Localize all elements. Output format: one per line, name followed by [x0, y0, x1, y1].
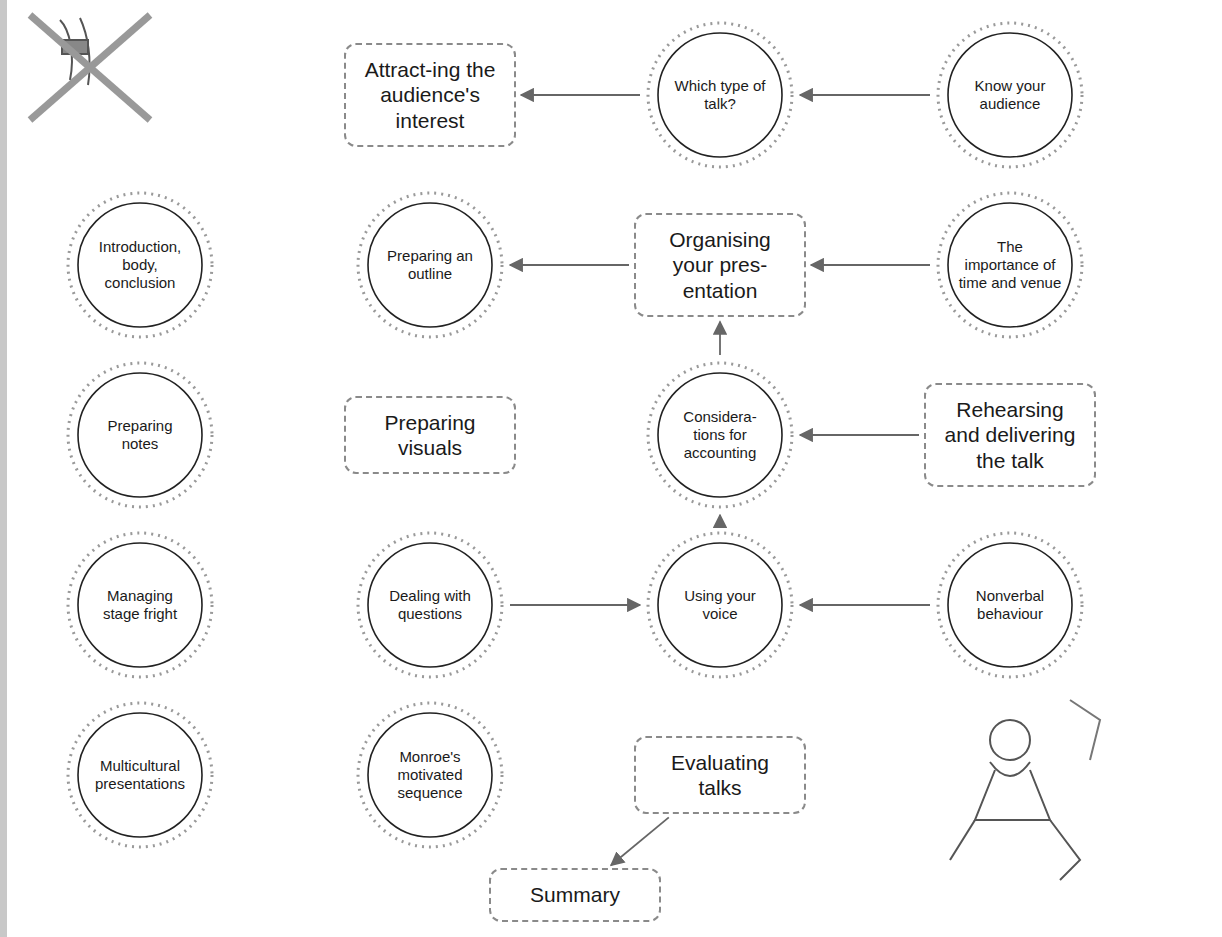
dotted-ring — [648, 533, 792, 677]
solid-ring — [368, 713, 492, 837]
topic-label: Rehearsing and delivering the talk — [940, 397, 1080, 473]
dotted-ring — [938, 193, 1082, 337]
cross-stroke — [30, 15, 150, 120]
flow-arrow — [800, 94, 930, 96]
solid-ring — [78, 203, 202, 327]
topic-circle: Which type of talk? — [645, 20, 795, 170]
topic-box: Preparing visuals — [344, 396, 516, 474]
solid-ring — [658, 373, 782, 497]
solid-ring — [78, 543, 202, 667]
flow-arrow — [510, 264, 629, 266]
topic-label: Which type of talk? — [668, 77, 772, 113]
topic-label: The importance of time and venue — [958, 238, 1062, 292]
topic-circle: Introduction, body, conclusion — [65, 190, 215, 340]
topic-label: Considera-tions for accounting — [668, 408, 772, 462]
topic-label: Summary — [530, 882, 620, 907]
figure-leg — [1050, 820, 1080, 880]
topic-circle: Know your audience — [935, 20, 1085, 170]
topic-circle: Multicultural presentations — [65, 700, 215, 850]
solid-ring — [78, 713, 202, 837]
dotted-ring — [68, 703, 212, 847]
topic-box: Summary — [489, 868, 661, 921]
topic-label: Dealing with questions — [378, 587, 482, 623]
topic-circle: Dealing with questions — [355, 530, 505, 680]
topic-label: Monroe's motivated sequence — [378, 748, 482, 802]
topic-circle: Managing stage fright — [65, 530, 215, 680]
topic-label: Attract-ing the audience's interest — [360, 57, 500, 133]
topic-label: Preparing an outline — [378, 247, 482, 283]
figure-leg — [950, 820, 975, 860]
flow-arrow — [521, 94, 640, 96]
crossed-figure — [30, 15, 150, 120]
dotted-ring — [648, 23, 792, 167]
topic-label: Preparing visuals — [360, 410, 500, 460]
topic-box: Rehearsing and delivering the talk — [924, 383, 1096, 487]
solid-ring — [948, 203, 1072, 327]
topic-circle: The importance of time and venue — [935, 190, 1085, 340]
topic-label: Nonverbal behaviour — [958, 587, 1062, 623]
topic-label: Using your voice — [668, 587, 772, 623]
dotted-ring — [648, 363, 792, 507]
solid-ring — [78, 373, 202, 497]
figure-torso — [975, 770, 1050, 820]
solid-ring — [658, 543, 782, 667]
figure-head — [990, 720, 1030, 760]
solid-ring — [368, 543, 492, 667]
solid-ring — [948, 543, 1072, 667]
topic-circle: Using your voice — [645, 530, 795, 680]
topic-label: Preparing notes — [88, 417, 192, 453]
topic-label: Evaluating talks — [650, 750, 790, 800]
topic-box: Attract-ing the audience's interest — [344, 43, 516, 147]
solid-ring — [368, 203, 492, 327]
cross-stroke — [30, 15, 150, 120]
flow-arrow — [611, 817, 669, 865]
flow-arrow — [811, 264, 930, 266]
dotted-ring — [358, 533, 502, 677]
topic-circle: Considera-tions for accounting — [645, 360, 795, 510]
flow-arrow — [510, 604, 640, 606]
topic-circle: Preparing notes — [65, 360, 215, 510]
topic-circle: Monroe's motivated sequence — [355, 700, 505, 850]
topic-label: Organising your pres-entation — [650, 227, 790, 303]
figure-body — [990, 762, 1030, 776]
topic-box: Organising your pres-entation — [634, 213, 806, 317]
dotted-ring — [358, 193, 502, 337]
topic-label: Multicultural presentations — [88, 757, 192, 793]
dotted-ring — [68, 363, 212, 507]
figure-arm — [1070, 700, 1100, 760]
flow-arrow — [800, 604, 930, 606]
dotted-ring — [68, 533, 212, 677]
topic-box: Evaluating talks — [634, 736, 806, 814]
topic-label: Managing stage fright — [88, 587, 192, 623]
solid-ring — [948, 33, 1072, 157]
topic-label: Know your audience — [958, 77, 1062, 113]
seated-figure — [950, 700, 1100, 880]
solid-ring — [658, 33, 782, 157]
dotted-ring — [68, 193, 212, 337]
topic-circle: Nonverbal behaviour — [935, 530, 1085, 680]
dotted-ring — [938, 533, 1082, 677]
scan-edge-band — [0, 0, 7, 937]
topic-label: Introduction, body, conclusion — [88, 238, 192, 292]
topic-circle: Preparing an outline — [355, 190, 505, 340]
flow-arrow — [719, 322, 721, 355]
dotted-ring — [358, 703, 502, 847]
flow-arrow — [719, 515, 721, 525]
dotted-ring — [938, 23, 1082, 167]
flow-arrow — [800, 434, 919, 436]
